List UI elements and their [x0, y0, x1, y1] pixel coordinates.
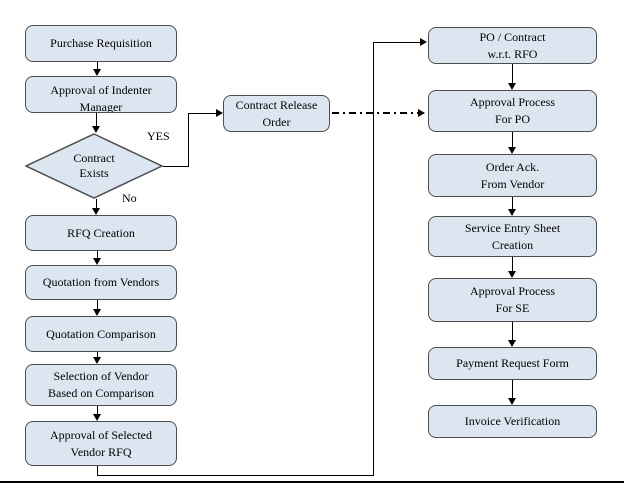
edge-feedback-up [373, 42, 374, 476]
node-quotation-from-vendors: Quotation from Vendors [25, 265, 177, 300]
node-invoice-verification: Invoice Verification [428, 405, 597, 438]
node-contract-exists-decision: Contract Exists [25, 133, 163, 199]
node-approval-process-po: Approval Process For PO [428, 90, 597, 132]
edge-selection-to-approval-rfq [97, 406, 98, 415]
node-payment-request-form: Payment Request Form [428, 347, 597, 380]
node-quotation-comparison: Quotation Comparison [25, 316, 177, 352]
bottom-divider [0, 481, 624, 483]
node-approval-selected-vendor-rfq: Approval of Selected Vendor RFQ [25, 421, 177, 466]
arrowhead-po-to-approval-po [508, 83, 516, 90]
arrowhead-order-ack-to-service-entry [508, 209, 516, 216]
arrowhead-service-entry-to-approval-se [508, 271, 516, 278]
edge-feedback-top [373, 42, 420, 43]
arrowhead-selection-to-approval-rfq [93, 414, 101, 421]
edge-rfq-to-quotation-vendors [97, 251, 98, 259]
edge-payment-to-invoice [512, 380, 513, 398]
edge-approval-se-to-payment [512, 322, 513, 340]
arrowhead-aim-to-decision [92, 126, 100, 133]
no-branch-label: No [122, 191, 137, 205]
yes-branch-label: YES [147, 129, 170, 143]
node-rfq-creation: RFQ Creation [25, 215, 177, 251]
edge-pr-to-aim [97, 62, 98, 70]
arrowhead-approval-po-to-order-ack [508, 147, 516, 154]
edge-decision-no-to-rfq [96, 199, 97, 209]
node-service-entry-sheet: Service Entry Sheet Creation [428, 216, 597, 257]
arrowhead-cro-to-approval-po [418, 109, 425, 117]
node-approval-process-se: Approval Process For SE [428, 278, 597, 322]
arrowhead-comparison-to-selection [93, 357, 101, 364]
edge-service-entry-to-approval-se [512, 257, 513, 271]
arrowhead-payment-to-invoice [508, 398, 516, 405]
edge-approval-po-to-order-ack [512, 132, 513, 147]
edge-feedback-bottom [97, 475, 374, 476]
edge-order-ack-to-service-entry [512, 197, 513, 209]
decision-diamond-shape [25, 133, 163, 199]
node-approval-indenter-manager: Approval of Indenter Manager [25, 76, 177, 113]
edge-yes-segment-3 [188, 113, 216, 114]
decision-label: Contract Exists [73, 151, 115, 180]
node-order-ack: Order Ack. From Vendor [428, 154, 597, 197]
edge-quotation-vendors-to-comparison [97, 300, 98, 310]
edge-yes-segment-1 [163, 166, 188, 167]
arrowhead-rfq-to-quotation-vendors [93, 258, 101, 265]
node-contract-release-order: Contract Release Order [223, 95, 330, 132]
edge-po-to-approval-po [512, 64, 513, 83]
edge-feedback-down [97, 466, 98, 475]
arrowhead-pr-to-aim [93, 69, 101, 76]
arrowhead-yes-to-cro [216, 109, 223, 117]
edge-aim-to-decision [96, 113, 97, 127]
node-purchase-requisition: Purchase Requisition [25, 25, 177, 62]
arrowhead-approval-se-to-payment [508, 340, 516, 347]
arrowhead-feedback-to-po-contract [420, 38, 427, 46]
node-po-contract: PO / Contract w.r.t. RFO [428, 27, 597, 64]
edge-cro-to-approval-po-dashdot [332, 112, 418, 114]
node-selection-of-vendor: Selection of Vendor Based on Comparison [25, 364, 177, 406]
arrowhead-quotation-vendors-to-comparison [93, 309, 101, 316]
arrowhead-decision-no-to-rfq [92, 208, 100, 215]
edge-yes-segment-2 [188, 113, 189, 167]
edge-comparison-to-selection [97, 352, 98, 358]
